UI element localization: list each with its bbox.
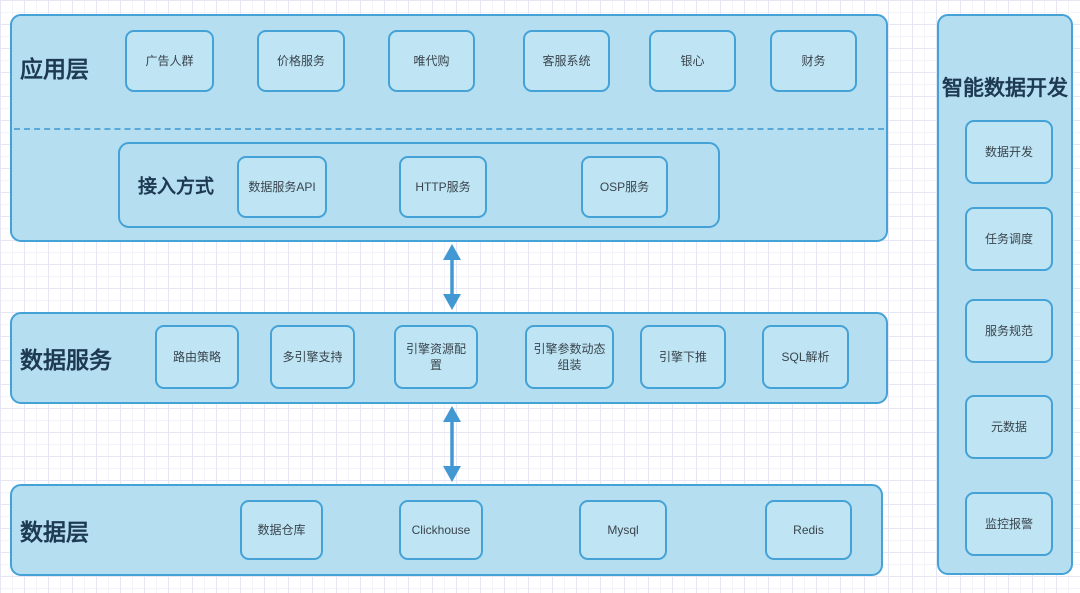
data-services-panel: 数据服务 路由策略 多引擎支持 引擎资源配置 引擎参数动态组装 引擎下推 SQL… (10, 312, 888, 404)
service-node-engine-pushdown: 引擎下推 (640, 325, 726, 389)
application-layer-title: 应用层 (20, 56, 89, 82)
service-node-engine-resource-config: 引擎资源配置 (394, 325, 478, 389)
app-node-yinxin: 银心 (649, 30, 736, 92)
sidebar-node-task-scheduling: 任务调度 (965, 207, 1053, 271)
app-layer-dashed-divider (14, 128, 884, 130)
access-method-title: 接入方式 (138, 176, 215, 198)
storage-node-redis: Redis (765, 500, 852, 560)
sidebar-node-monitor-alert: 监控报警 (965, 492, 1053, 556)
sidebar-node-service-spec: 服务规范 (965, 299, 1053, 363)
application-layer-panel: 应用层 广告人群 价格服务 唯代购 客服系统 银心 财务 接入方式 数据服务AP… (10, 14, 888, 242)
service-node-routing-strategy: 路由策略 (155, 325, 239, 389)
app-node-weidaigou: 唯代购 (388, 30, 475, 92)
arrow-dataservices-to-datalayer (443, 406, 461, 482)
app-node-customer-service: 客服系统 (523, 30, 610, 92)
intelligent-data-dev-title: 智能数据开发 (942, 77, 1068, 100)
service-node-sql-parse: SQL解析 (762, 325, 849, 389)
data-services-title: 数据服务 (20, 347, 112, 373)
access-method-panel: 接入方式 数据服务API HTTP服务 OSP服务 (118, 142, 720, 228)
access-node-data-service-api: 数据服务API (237, 156, 327, 218)
app-node-price-service: 价格服务 (257, 30, 345, 92)
sidebar-node-data-development: 数据开发 (965, 120, 1053, 184)
storage-node-clickhouse: Clickhouse (399, 500, 483, 560)
data-layer-panel: 数据层 数据仓库 Clickhouse Mysql Redis (10, 484, 883, 576)
data-layer-title: 数据层 (20, 519, 89, 545)
storage-node-data-warehouse: 数据仓库 (240, 500, 323, 560)
access-node-osp-service: OSP服务 (581, 156, 668, 218)
service-node-engine-param-assembly: 引擎参数动态组装 (525, 325, 614, 389)
service-node-multi-engine: 多引擎支持 (270, 325, 355, 389)
sidebar-node-metadata: 元数据 (965, 395, 1053, 459)
app-node-ad-audience: 广告人群 (125, 30, 214, 92)
intelligent-data-dev-panel: 智能数据开发 数据开发 任务调度 服务规范 元数据 监控报警 (937, 14, 1073, 575)
storage-node-mysql: Mysql (579, 500, 667, 560)
arrow-app-to-dataservices (443, 244, 461, 310)
app-node-finance: 财务 (770, 30, 857, 92)
access-node-http-service: HTTP服务 (399, 156, 487, 218)
